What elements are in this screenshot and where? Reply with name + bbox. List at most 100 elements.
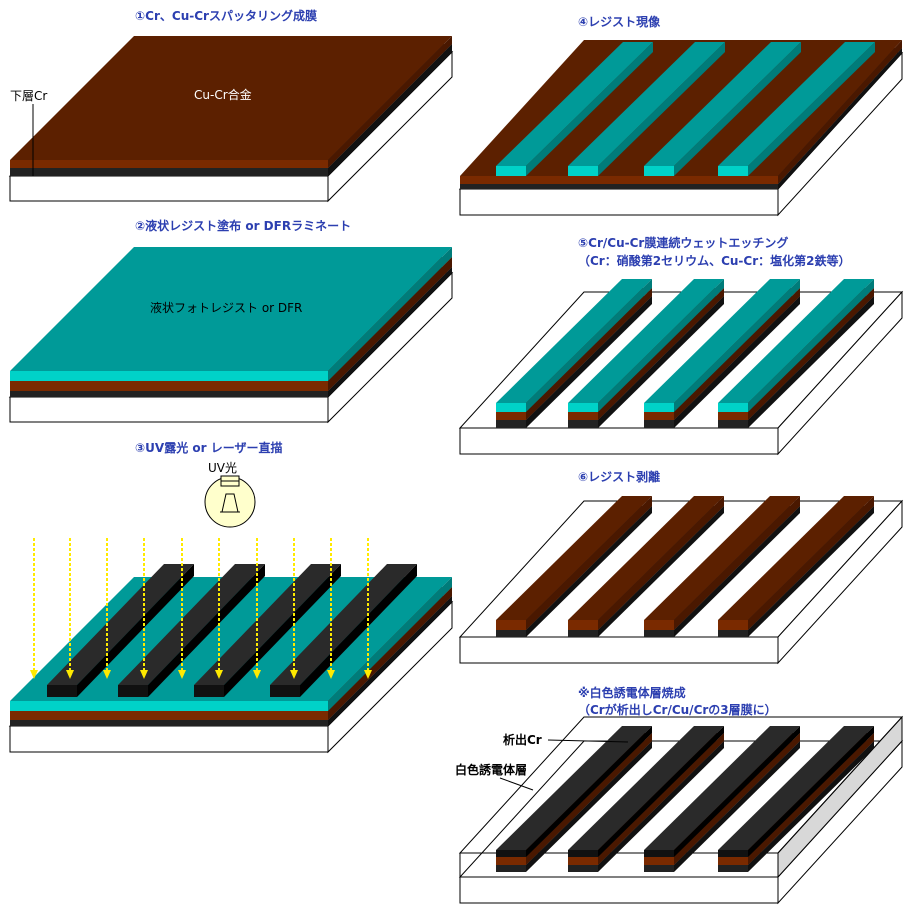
resist-pattern-b-side (598, 42, 725, 176)
etched-resist-c-side (674, 279, 800, 412)
step2-resist-top (10, 247, 452, 371)
electrode-cucr-a-front (496, 620, 526, 630)
final-deposited-cr-a-front (496, 850, 526, 857)
electrode-cucr-b-front (568, 620, 598, 630)
etched-cucr-d-front (718, 412, 748, 420)
final-deposited-cr-b-side (598, 726, 724, 857)
electrode-cr-c-side (674, 506, 800, 637)
electrode-cr-b-front (568, 630, 598, 637)
final-deposited-cr-b-top (568, 726, 724, 850)
step3-resist-top (10, 577, 452, 701)
final-cu-c-side (674, 733, 800, 865)
etched-cucr-c-side (674, 288, 800, 420)
photomask-stripe-d-side (300, 564, 417, 697)
dielectric-leader-line (499, 777, 534, 791)
electrode-cucr-b-side (598, 496, 724, 630)
step2-glass-front (9, 396, 329, 423)
step2-cr-side (328, 267, 452, 397)
step1-cucr-side (328, 36, 452, 168)
etched-cr-b-side (598, 296, 724, 428)
etched-resist-a-top (496, 279, 652, 403)
uv-arrowhead-9 (327, 670, 335, 679)
final-cu-a-side (526, 733, 652, 865)
etched-cucr-a-front (496, 412, 526, 420)
resist-pattern-a-front (496, 166, 526, 176)
uv-bulb-filament-icon (221, 493, 239, 513)
electrode-cucr-c-front (644, 620, 674, 630)
uv-arrowhead-1 (30, 670, 38, 679)
final-cu-b-side (598, 733, 724, 865)
uv-light-label: UV光 (208, 461, 237, 475)
photomask-stripe-b-front (118, 685, 148, 697)
uv-arrowhead-4 (140, 670, 148, 679)
photoresist-label: 液状フォトレジスト or DFR (150, 300, 302, 315)
electrode-cr-c-front (644, 630, 674, 637)
etched-resist-d-top (718, 279, 874, 403)
electrode-cucr-a-side (526, 496, 652, 630)
step3-cucr-side (328, 587, 452, 720)
final-lower-cr-b-side (598, 741, 724, 872)
step2-cr-front (10, 391, 328, 397)
photomask-stripe-b-side (148, 564, 265, 697)
deposited-cr-callout: 析出Cr (503, 732, 542, 747)
white-dielectric-callout: 白色誘電体層 (455, 762, 527, 777)
electrode-cucr-a-top (496, 496, 652, 620)
step2-cucr-front (10, 381, 328, 391)
final-deposited-cr-c-front (644, 850, 674, 857)
step4-cucr-top (460, 40, 902, 176)
step4-title: ④レジスト現像 (578, 14, 661, 29)
etched-resist-c-front (644, 403, 674, 412)
final-cu-c-front (644, 857, 674, 865)
final-deposited-cr-b-front (568, 850, 598, 857)
uv-arrowhead-3 (103, 670, 111, 679)
step4-cr-front (460, 184, 778, 189)
resist-pattern-d-front (718, 166, 748, 176)
final-lower-cr-a-side (526, 741, 652, 872)
electrode-cucr-d-top (718, 496, 874, 620)
resist-pattern-d-top (718, 42, 875, 166)
step7-title: ※白色誘電体層焼成 (578, 685, 686, 700)
step1-title: ①Cr、Cu-Crスパッタリング成膜 (135, 8, 317, 23)
step4-cr-side (778, 48, 902, 189)
electrode-cr-a-side (526, 506, 652, 637)
step1-cucr-top (10, 36, 452, 160)
photomask-stripe-b-top (118, 564, 265, 685)
final-lower-cr-c-side (674, 741, 800, 872)
step6-glass-front (459, 636, 779, 664)
step7-glass-front (459, 876, 779, 904)
etched-cucr-b-front (568, 412, 598, 420)
etched-resist-b-top (568, 279, 724, 403)
electrode-cr-a-front (496, 630, 526, 637)
step5-title: ⑤Cr/Cu-Cr膜連続ウェットエッチング (578, 235, 788, 250)
uv-arrowhead-2 (66, 670, 74, 679)
electrode-cucr-d-side (748, 496, 874, 630)
etched-cr-d-side (748, 296, 874, 428)
step3-cucr-front (10, 711, 328, 720)
uv-arrowhead-7 (253, 670, 261, 679)
uv-arrowhead-10 (364, 670, 372, 679)
etched-resist-a-front (496, 403, 526, 412)
final-cu-d-side (748, 733, 874, 865)
etched-resist-c-top (644, 279, 800, 403)
step2-cucr-side (328, 257, 452, 391)
resist-pattern-b-front (568, 166, 598, 176)
resist-pattern-c-side (674, 42, 801, 176)
uv-arrowhead-5 (178, 670, 186, 679)
step3-resist-front (10, 701, 328, 711)
etched-cr-b-front (568, 420, 598, 428)
cu-cr-alloy-label: Cu-Cr合金 (194, 87, 252, 102)
etched-cucr-c-front (644, 412, 674, 420)
resist-pattern-b-top (568, 42, 725, 166)
electrode-cr-d-front (718, 630, 748, 637)
final-cu-a-front (496, 857, 526, 865)
final-deposited-cr-c-top (644, 726, 800, 850)
electrode-cucr-c-side (674, 496, 800, 630)
step3-title: ③UV露光 or レーザー直描 (135, 440, 282, 455)
final-lower-cr-b-front (568, 865, 598, 872)
etched-cr-a-front (496, 420, 526, 428)
step3-resist-side (328, 577, 452, 711)
etched-cr-c-side (674, 296, 800, 428)
electrode-cucr-b-top (568, 496, 724, 620)
final-lower-cr-d-front (718, 865, 748, 872)
